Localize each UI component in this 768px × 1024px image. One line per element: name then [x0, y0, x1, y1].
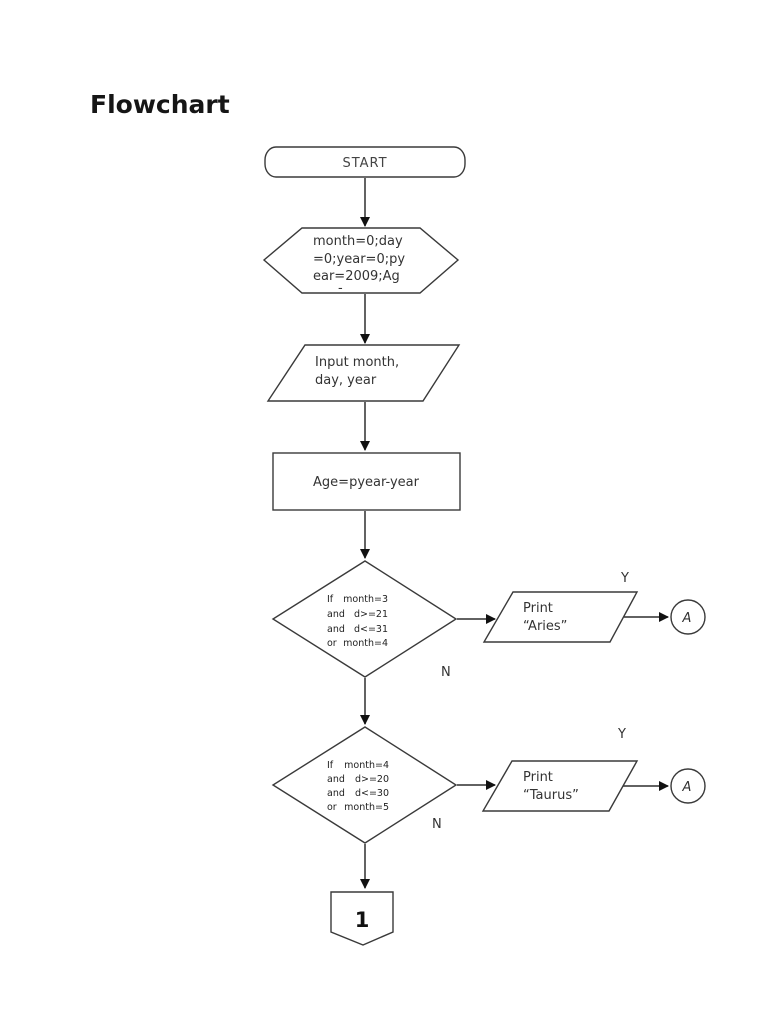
decision2-kw-2: and — [327, 774, 345, 785]
decision1-kw-1: If — [327, 594, 334, 605]
connector-aries-shape — [670, 599, 706, 635]
decision1-kw-2: and — [327, 609, 345, 620]
init-node: month=0;day =0;year=0;py ear=2009;Ag - — [262, 227, 460, 296]
decision2-kw-4: or — [327, 802, 337, 813]
decision1-shape — [271, 560, 458, 678]
decision2-no-label: N — [432, 817, 442, 832]
decision2-cond-1: month=4 — [344, 760, 389, 771]
page-title: Flowchart — [90, 90, 230, 119]
print-aries-line-2: “Aries” — [523, 619, 567, 634]
decision2-cond-3: d<=30 — [355, 788, 389, 799]
print-taurus-line-2: “Taurus” — [523, 788, 579, 803]
start-node: START — [264, 146, 466, 178]
connector-aries-node: A — [670, 599, 706, 635]
init-shape — [262, 227, 460, 294]
connector-taurus-node: A — [670, 768, 706, 804]
print-aries-shape — [482, 591, 639, 643]
init-line-1: month=0;day — [313, 234, 403, 249]
process-node: Age=pyear-year — [272, 452, 461, 511]
decision2-kw-1: If — [327, 760, 334, 771]
start-shape — [264, 146, 466, 178]
connector-taurus-label: A — [682, 780, 692, 795]
decision2-kw-3: and — [327, 788, 345, 799]
decision1-cond-2: d>=21 — [354, 609, 388, 620]
print-taurus-node: Print “Taurus” — [481, 760, 639, 812]
decision1-cond-3: d<=31 — [354, 624, 388, 635]
decision2-cond-4: month=5 — [344, 802, 389, 813]
start-label: START — [342, 156, 387, 171]
decision1-cond-4: month=4 — [343, 638, 388, 649]
decision1-cond-1: month=3 — [343, 594, 388, 605]
decision1-node: If month=3 and d>=21 and d<=31 or month=… — [271, 560, 458, 678]
print-aries-node: Print “Aries” — [482, 591, 639, 643]
input-line-2: day, year — [315, 373, 377, 388]
decision2-cond-2: d>=20 — [355, 774, 389, 785]
decision2-node: If month=4 and d>=20 and d<=30 or month=… — [271, 726, 458, 844]
print-aries-line-1: Print — [523, 601, 553, 616]
offpage-connector-node: 1 — [330, 891, 394, 946]
process-label: Age=pyear-year — [313, 475, 420, 490]
init-line-2: =0;year=0;py — [313, 252, 405, 267]
decision1-kw-4: or — [327, 638, 337, 649]
connector-taurus-shape — [670, 768, 706, 804]
decision1-no-label: N — [441, 665, 451, 680]
input-line-1: Input month, — [315, 355, 399, 370]
flow-arrows — [360, 178, 669, 889]
process-shape — [272, 452, 461, 511]
decision2-shape — [271, 726, 458, 844]
decision1-yes-label: Y — [620, 571, 629, 586]
connector-aries-label: A — [682, 611, 692, 626]
print-taurus-line-1: Print — [523, 770, 553, 785]
init-line-3: ear=2009;Ag — [313, 269, 400, 284]
offpage-connector-label: 1 — [355, 908, 370, 932]
decision1-kw-3: and — [327, 624, 345, 635]
input-shape — [266, 344, 461, 402]
offpage-connector-shape — [330, 891, 394, 946]
decision2-yes-label: Y — [617, 727, 626, 742]
init-clipped-text: - — [338, 281, 343, 296]
print-taurus-shape — [481, 760, 639, 812]
input-node: Input month, day, year — [266, 344, 461, 402]
